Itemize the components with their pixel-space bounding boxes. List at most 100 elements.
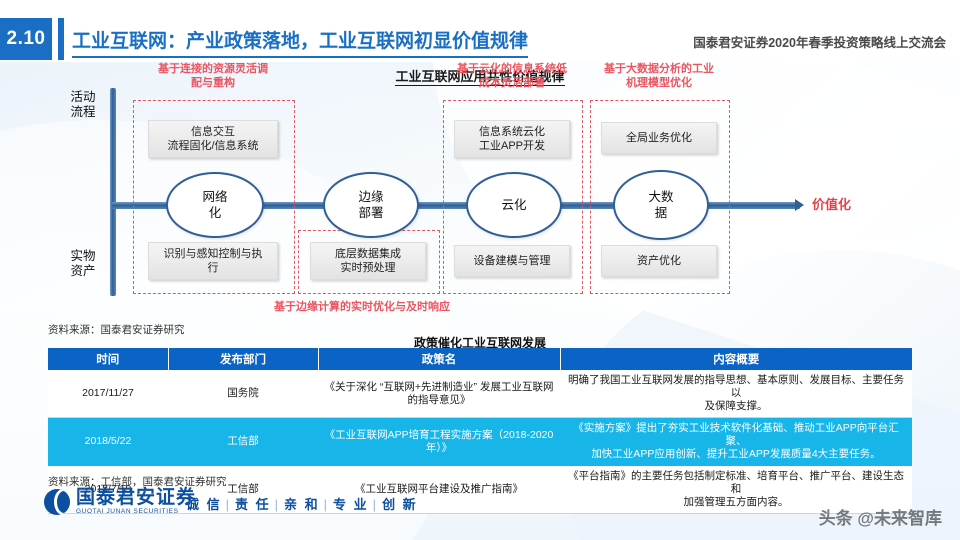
stage-bottom-chip-network: 识别与感知控制与执 行 [148, 242, 278, 280]
axis-label-bottom-line1: 实物 [70, 249, 96, 263]
vertical-axis [110, 88, 116, 296]
section-number-badge: 2.10 [0, 18, 52, 60]
cell-dept: 工信部 [168, 465, 318, 514]
axis-label-top-line2: 流程 [70, 105, 96, 119]
stage-node-bigdata: 大数 据 [613, 170, 709, 240]
stage-node-edge-line2: 部署 [358, 206, 384, 220]
cell-dept: 国务院 [168, 370, 318, 418]
logo-text-block: 国泰君安证券 GUOTAI JUNAN SECURITIES [76, 488, 196, 516]
cell-policy-line2: 年）》 [425, 441, 453, 454]
cell-dept: 工信部 [168, 417, 318, 466]
company-logo: 国泰君安证券 GUOTAI JUNAN SECURITIES [44, 488, 196, 516]
stage-caption-network-line1: 基于连接的资源灵活调 [158, 63, 268, 75]
axis-label-bottom: 实物 资产 [60, 249, 106, 279]
stage-top-chip-cloud: 信息系统云化 工业APP开发 [454, 120, 570, 158]
stage-node-cloud: 云化 [466, 172, 562, 238]
stage-node-edge-line1: 边缘 [358, 190, 384, 204]
stage-top-chip-bigdata: 全局业务优化 [601, 122, 717, 154]
cell-summary-line1: 明确了我国工业互联网发展的指导思想、基本原则、发展目标、主要任务以 [568, 374, 904, 399]
cell-policy: 《工业互联网APP培育工程实施方案（2018-2020 年）》 [318, 417, 560, 466]
value-chain-diagram: 工业互联网应用共性价值规律 活动 流程 实物 资产 价值化 基于连接的资源灵活调… [0, 62, 960, 336]
page-title: 工业互联网：产业政策落地，工业互联网初显价值规律 [72, 26, 529, 58]
stage-box-network [133, 100, 295, 294]
slide-header: 2.10 工业互联网：产业政策落地，工业互联网初显价值规律 国泰君安证券2020… [0, 18, 960, 60]
table-row: 2017/11/27 国务院 《关于深化 “互联网+先进制造业” 发展工业互联网… [48, 370, 912, 418]
stage-bottom-chip-network-line1: 识别与感知控制与执 [163, 248, 263, 260]
cell-policy-line1: 《关于深化 “互联网+先进制造业” 发展工业互联网 [324, 380, 554, 393]
stage-caption-network: 基于连接的资源灵活调 配与重构 [133, 62, 293, 90]
axis-label-top: 活动 流程 [60, 90, 106, 120]
stage-box-bigdata [590, 100, 730, 294]
table-source-note: 资料来源：工信部，国泰君安证券研究 [48, 476, 227, 488]
stage-top-chip-network-line1: 信息交互 [191, 126, 235, 138]
stage-bottom-chip-edge-line2: 实时预处理 [340, 262, 396, 274]
table-row: 2018/5/22 工信部 《工业互联网APP培育工程实施方案（2018-202… [48, 417, 912, 466]
cell-time: 2018/5/22 [48, 417, 168, 466]
logo-name-en: GUOTAI JUNAN SECURITIES [76, 508, 179, 515]
edge-computing-caption: 基于边缘计算的实时优化与及时响应 [274, 301, 450, 313]
company-slogan: 诚 信|责 任|亲 和|专 业|创 新 [186, 494, 418, 513]
cell-policy-line2: 的指导意见》 [407, 393, 471, 406]
stage-box-cloud [443, 100, 583, 294]
watermark-text: 头条 @未来智库 [818, 509, 942, 528]
slogan-item-1: 责 任 [235, 497, 271, 512]
cell-policy-line1: 《工业互联网APP培育工程实施方案（2018-2020 [324, 428, 554, 441]
header-accent-bar [58, 18, 64, 60]
header-background-band [0, 0, 960, 62]
cell-time: 2017/11/27 [48, 370, 168, 418]
stage-caption-bigdata-line1: 基于大数据分析的工业 [604, 63, 714, 75]
cell-summary: 明确了我国工业互联网发展的指导思想、基本原则、发展目标、主要任务以 及保障支撑。 [560, 370, 912, 418]
stage-node-network: 网络 化 [166, 172, 264, 238]
stage-bottom-chip-cloud: 设备建模与管理 [454, 245, 570, 277]
stage-bottom-chip-bigdata: 资产优化 [601, 245, 717, 277]
table-title: 政策催化工业互联网发展 [413, 336, 546, 350]
stage-top-chip-network: 信息交互 流程固化/信息系统 [148, 120, 278, 158]
stage-node-bigdata-line1: 大数 [648, 190, 674, 204]
slogan-item-3: 专 业 [333, 497, 369, 512]
table-row: 2018/7/19 工信部 《工业互联网平台建设及推广指南》 《平台指南》的主要… [48, 465, 912, 514]
table-col-header-time: 时间 [48, 348, 168, 370]
spine-arrowhead-icon [795, 199, 804, 211]
stage-caption-bigdata-line2: 机理模型优化 [626, 77, 692, 89]
cell-summary-line2: 及保障支撑。 [704, 400, 768, 412]
stage-node-edge: 边缘 部署 [323, 172, 419, 238]
diagram-title-text: 工业互联网应用共性价值规律 [395, 69, 565, 86]
logo-mark-icon [44, 488, 70, 515]
slogan-divider-icon: | [323, 497, 330, 512]
axis-label-top-line1: 活动 [70, 90, 96, 104]
stage-node-bigdata-line2: 据 [654, 206, 668, 220]
slogan-item-2: 亲 和 [284, 497, 320, 512]
stage-bottom-chip-bigdata-line1: 资产优化 [637, 255, 681, 267]
stage-caption-bigdata: 基于大数据分析的工业 机理模型优化 [590, 62, 728, 90]
stage-bottom-chip-edge-line1: 底层数据集成 [335, 248, 401, 260]
stage-caption-cloud-line1: 基于云化的信息系统低 [457, 63, 567, 75]
table-col-header-policy: 政策名 [317, 348, 560, 370]
logo-name-cn: 国泰君安证券 [76, 487, 197, 508]
stage-top-chip-network-line2: 流程固化/信息系统 [167, 140, 259, 152]
cell-summary-line2: 加快工业APP应用创新、提升工业APP发展质量4大主要任务。 [591, 448, 881, 460]
cell-policy-line1: 《工业互联网平台建设及推广指南》 [355, 483, 523, 495]
slogan-divider-icon: | [372, 497, 379, 512]
cell-summary: 《实施方案》提出了夯实工业技术软件化基础、推动工业APP向平台汇聚、 加快工业A… [560, 417, 912, 466]
diagram-title: 工业互联网应用共性价值规律 [0, 66, 960, 86]
cell-summary-line2: 加强管理五方面内容。 [683, 496, 789, 508]
slogan-item-4: 创 新 [382, 497, 418, 512]
cell-summary-line1: 《实施方案》提出了夯实工业技术软件化基础、推动工业APP向平台汇聚、 [573, 422, 899, 447]
stage-node-network-line1: 网络 [202, 190, 228, 204]
stage-node-network-line2: 化 [208, 206, 222, 220]
event-subtitle: 国泰君安证券2020年春季投资策略线上交流会 [693, 36, 946, 50]
table-col-header-summary: 内容概要 [559, 348, 912, 370]
stage-top-chip-cloud-line2: 工业APP开发 [478, 140, 545, 152]
horizontal-spine [112, 202, 800, 209]
table-header-row: 时间 发布部门 政策名 内容概要 [48, 348, 912, 370]
slogan-divider-icon: | [225, 497, 232, 512]
diagram-source-note: 资料来源：国泰君安证券研究 [48, 324, 185, 336]
slogan-divider-icon: | [274, 497, 281, 512]
cell-policy: 《关于深化 “互联网+先进制造业” 发展工业互联网 的指导意见》 [318, 370, 560, 418]
stage-top-chip-bigdata-line1: 全局业务优化 [626, 132, 692, 144]
axis-label-bottom-line2: 资产 [70, 264, 96, 278]
cell-summary-line1: 《平台指南》的主要任务包括制定标准、培育平台、推广平台、建设生态和 [568, 470, 904, 495]
stage-bottom-chip-network-line2: 行 [207, 262, 219, 274]
stage-bottom-chip-edge: 底层数据集成 实时预处理 [310, 242, 426, 280]
